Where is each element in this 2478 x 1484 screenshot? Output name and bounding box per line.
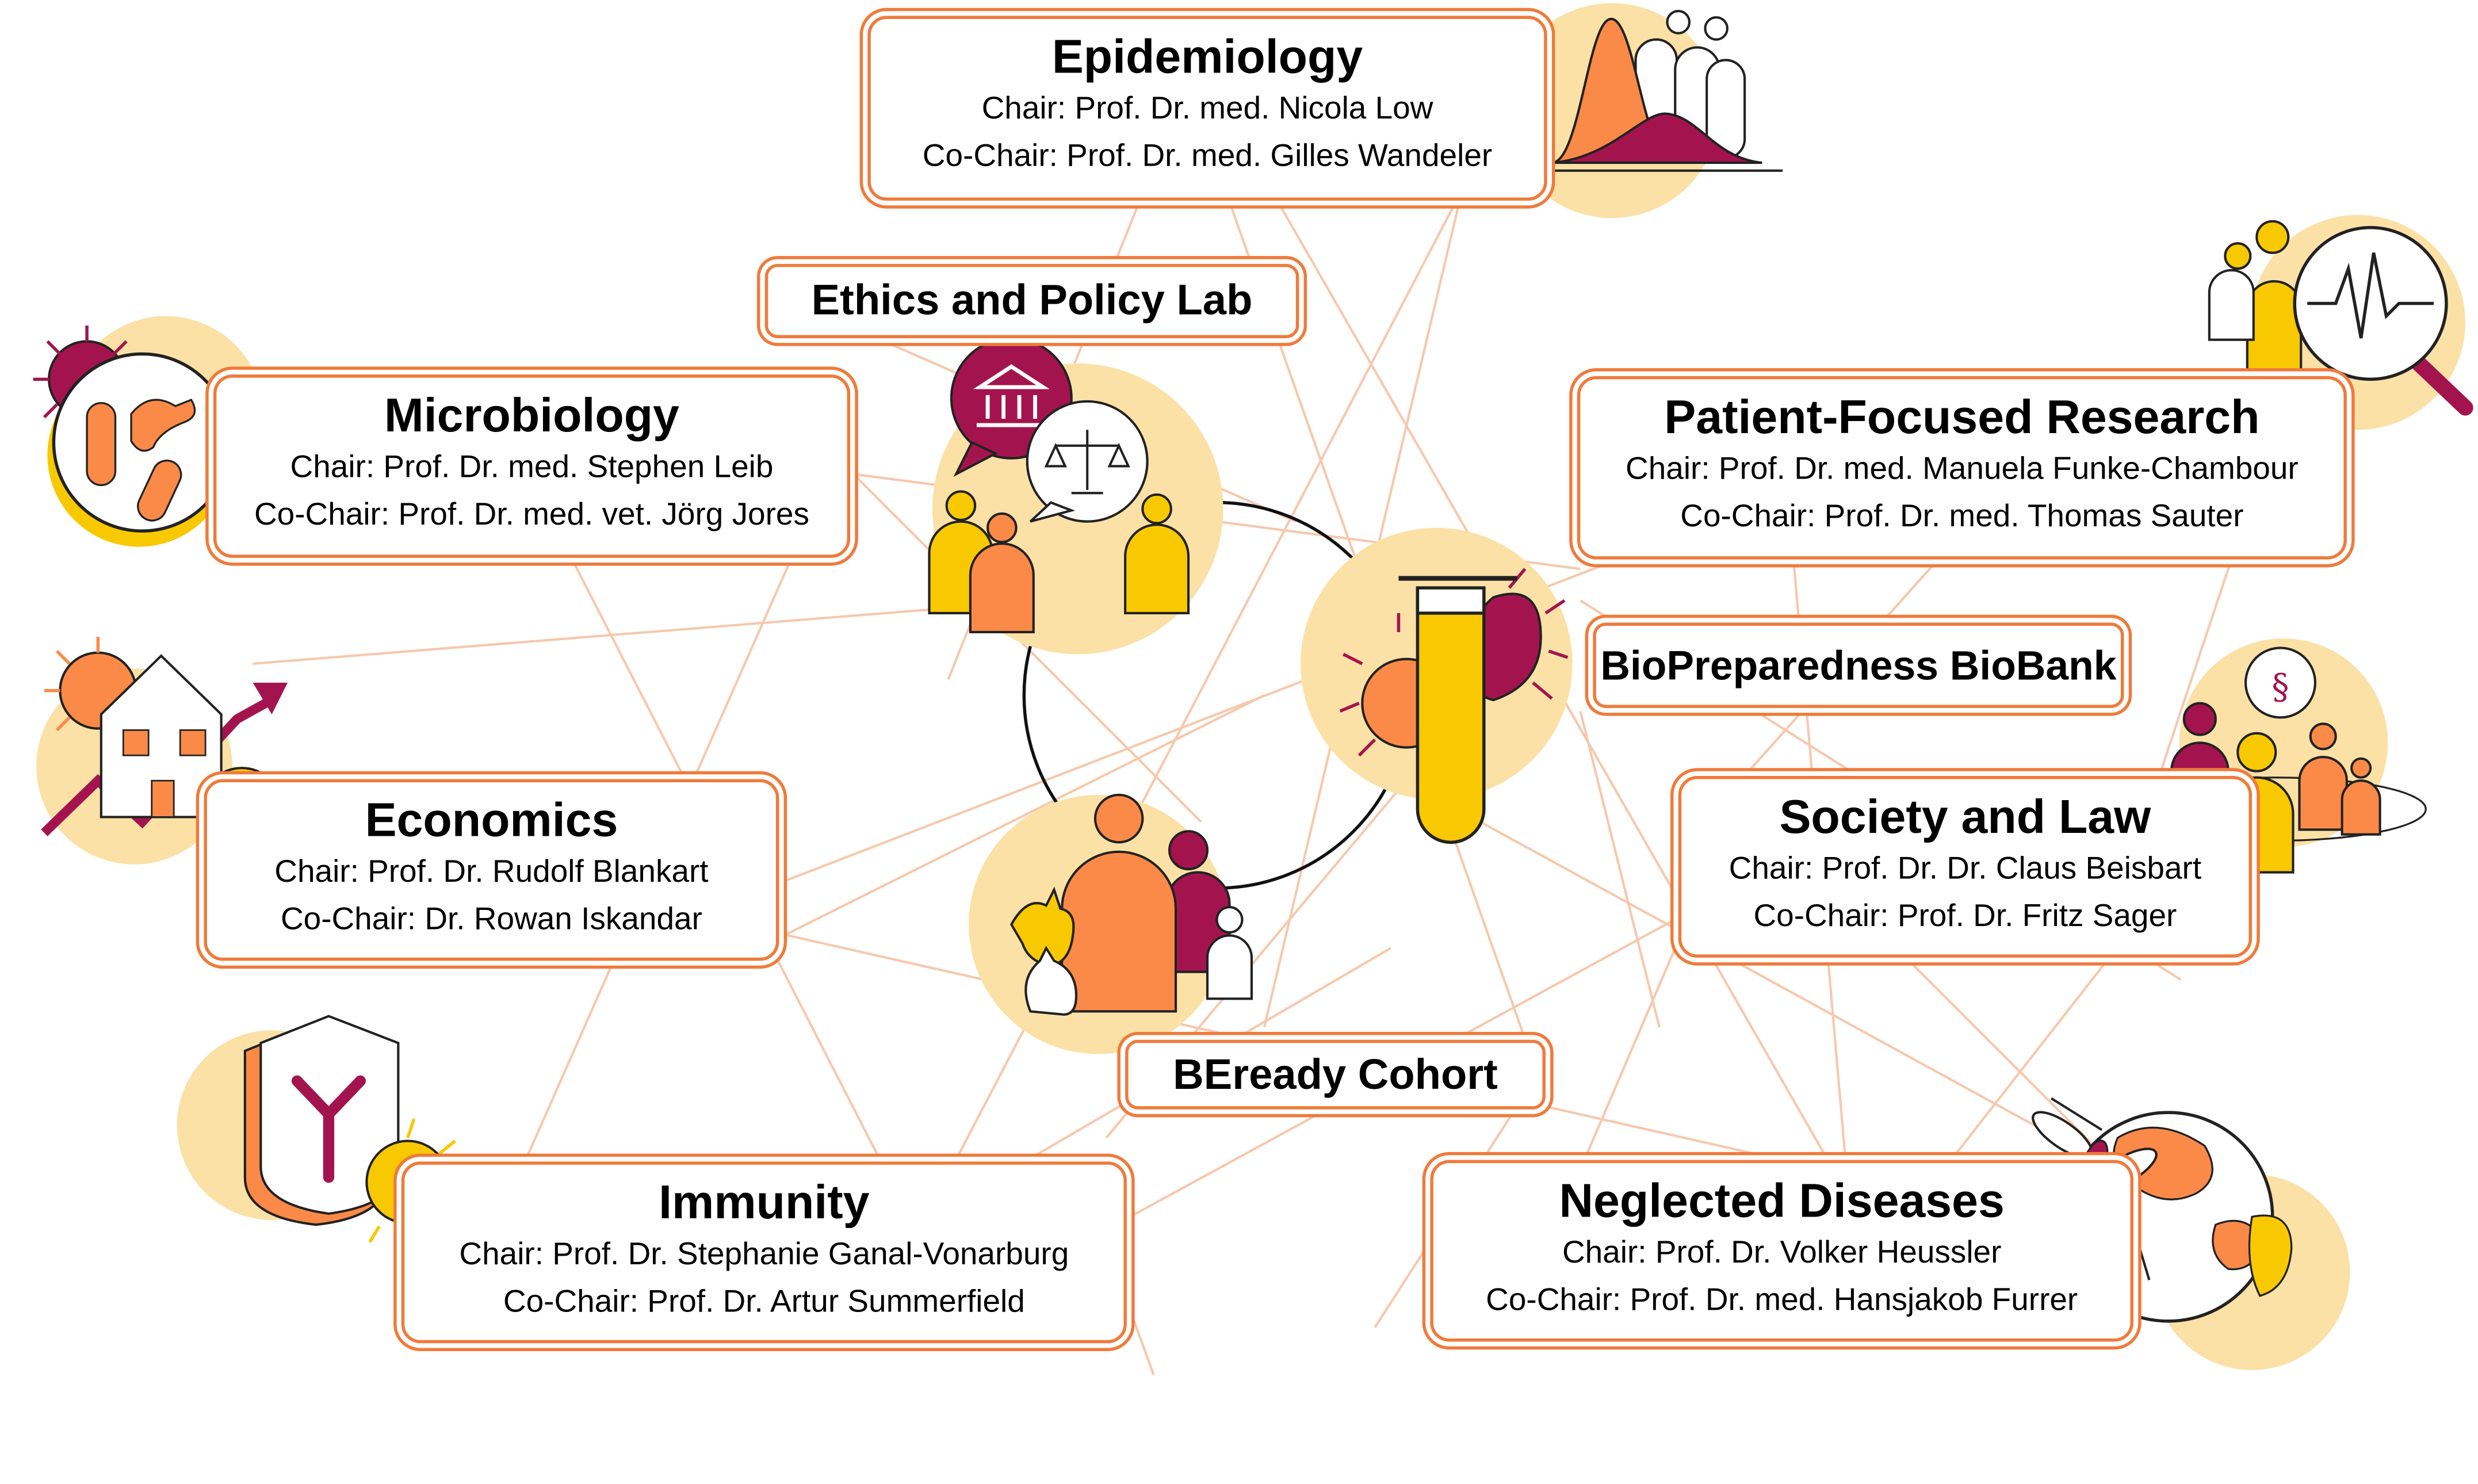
node-immunity: Immunity Chair: Prof. Dr. Stephanie Gana… bbox=[401, 1161, 1127, 1344]
node-epidemiology: Epidemiology Chair: Prof. Dr. med. Nicol… bbox=[867, 16, 1547, 201]
node-chair: Chair: Prof. Dr. med. Stephen Leib bbox=[290, 450, 774, 485]
cohort-icon bbox=[1009, 793, 1253, 1016]
node-title: Neglected Diseases bbox=[1559, 1176, 2005, 1228]
patient-focused-icon bbox=[2208, 220, 2473, 416]
node-title: Society and Law bbox=[1779, 791, 2151, 844]
node-cochair: Co-Chair: Prof. Dr. med. Hansjakob Furre… bbox=[1486, 1283, 2078, 1318]
node-title: Economics bbox=[365, 794, 618, 847]
node-cochair: Co-Chair: Prof. Dr. med. vet. Jörg Jores bbox=[254, 498, 809, 533]
node-cochair: Co-Chair: Dr. Rowan Iskandar bbox=[280, 902, 702, 938]
node-cochair: Co-Chair: Prof. Dr. Artur Summerfield bbox=[503, 1284, 1025, 1320]
node-chair: Chair: Prof. Dr. Rudolf Blankart bbox=[274, 855, 709, 890]
node-title: Immunity bbox=[659, 1177, 870, 1230]
node-cochair: Co-Chair: Prof. Dr. med. Gilles Wandeler bbox=[922, 139, 1493, 174]
node-patient-focused: Patient-Focused Research Chair: Prof. Dr… bbox=[1577, 376, 2347, 560]
node-chair: Chair: Prof. Dr. med. Manuela Funke-Cham… bbox=[1626, 452, 2299, 487]
node-economics: Economics Chair: Prof. Dr. Rudolf Blanka… bbox=[204, 779, 779, 961]
hub-ethics-policy-lab: Ethics and Policy Lab bbox=[764, 263, 1299, 338]
biobank-icon bbox=[1339, 568, 1569, 844]
node-society-law: Society and Law Chair: Prof. Dr. Dr. Cla… bbox=[1678, 775, 2253, 958]
immunity-icon bbox=[243, 1015, 468, 1243]
node-title: Microbiology bbox=[384, 390, 679, 443]
paragraph-sign-icon: § bbox=[2272, 667, 2289, 707]
node-chair: Chair: Prof. Dr. Stephanie Ganal-Vonarbu… bbox=[459, 1237, 1069, 1272]
epidemiology-icon bbox=[1542, 10, 1783, 172]
hub-biobank: BioPreparedness BioBank bbox=[1593, 622, 2124, 708]
ethics-icon bbox=[928, 336, 1190, 634]
node-title: Epidemiology bbox=[1051, 31, 1363, 84]
node-cochair: Co-Chair: Prof. Dr. med. Thomas Sauter bbox=[1680, 499, 2244, 534]
node-title: Patient-Focused Research bbox=[1664, 392, 2260, 445]
node-microbiology: Microbiology Chair: Prof. Dr. med. Steph… bbox=[213, 374, 851, 558]
node-chair: Chair: Prof. Dr. Volker Heussler bbox=[1562, 1236, 2002, 1271]
hub-beready-cohort: BEready Cohort bbox=[1125, 1039, 1546, 1110]
node-chair: Chair: Prof. Dr. Dr. Claus Beisbart bbox=[1729, 851, 2202, 887]
microbiology-icon bbox=[33, 325, 232, 547]
node-chair: Chair: Prof. Dr. med. Nicola Low bbox=[981, 91, 1433, 127]
economics-icon bbox=[41, 637, 288, 852]
node-neglected-diseases: Neglected Diseases Chair: Prof. Dr. Volk… bbox=[1430, 1160, 2133, 1342]
node-cochair: Co-Chair: Prof. Dr. Fritz Sager bbox=[1753, 899, 2177, 934]
